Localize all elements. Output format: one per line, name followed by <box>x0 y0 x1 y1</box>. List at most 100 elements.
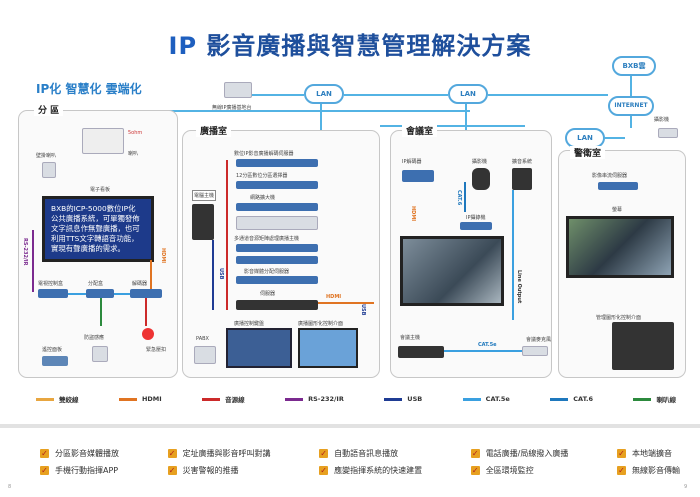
feature-label: 無線影音傳輸 <box>631 466 680 475</box>
feature-label: 電話廣播/局線撥入廣播 <box>485 449 569 458</box>
checkbox-icon: ✓ <box>167 466 177 475</box>
legend-item: 音源線 <box>202 394 245 404</box>
billboard-line: 公共廣播系統，可單獨發佈 <box>51 214 140 223</box>
ip-decoder-device <box>402 170 434 182</box>
lan-cloud-2: LAN <box>448 84 488 104</box>
hdmi-vertical-label: HDMI <box>160 248 166 264</box>
lan-line <box>605 137 625 139</box>
mixer-top-device <box>236 159 318 167</box>
ip-player-label: 影像串流伺服器 <box>592 173 628 179</box>
decoder-device <box>130 289 162 298</box>
hdmi-h-label: HDMI <box>326 294 342 300</box>
wall-speaker-device <box>42 162 56 178</box>
ip-player-device <box>598 182 638 190</box>
feature-item: ✓無線影音傳輸 <box>616 465 680 476</box>
feature-item: ✓電話廣播/局線撥入廣播 <box>470 448 569 459</box>
legend-item: CAT.6 <box>550 394 593 404</box>
splitter-device <box>86 289 114 298</box>
pc-tower-device <box>192 204 214 240</box>
tablet-label: 遙控面板 <box>42 347 63 353</box>
feature-column: ✓定址廣播與影音呼叫對講✓災害警報的推播 <box>167 448 271 482</box>
cat5e-line <box>444 350 522 352</box>
legend-label: CAT.6 <box>573 395 594 403</box>
zone-a-label: 分 區 <box>34 103 64 116</box>
server-device <box>236 276 318 284</box>
feature-label: 全區環境監控 <box>485 466 534 475</box>
speaker-device <box>82 128 124 154</box>
meeting-mic-label: 會議麥克風 <box>526 337 552 343</box>
cctv-device <box>658 128 678 138</box>
legend-label: 喇叭線 <box>656 396 676 404</box>
horn-label: 喇叭 <box>128 151 139 157</box>
amp12-device <box>236 181 318 189</box>
feature-grid: ✓分區影音媒體播放✓手機行動指揮APP✓定址廣播與影音呼叫對講✓災害警報的推播✓… <box>40 448 680 482</box>
feature-column: ✓電話廣播/局線撥入廣播 ✓ 全區環境監控 <box>470 448 569 482</box>
billboard-line: BXB的ICP-5000數位IP化 <box>51 204 136 213</box>
amp12-label: 12分區數位分區選擇器 <box>236 173 288 179</box>
feature-label: 自動語音訊息播放 <box>334 449 399 458</box>
cat5e-line <box>114 293 130 295</box>
feature-item: ✓定址廣播與影音呼叫對講 <box>167 448 271 459</box>
rs232-line <box>32 230 34 292</box>
legend-swatch <box>550 397 569 401</box>
legend-item: CAT.5e <box>462 394 510 404</box>
wall-ctrl-label: 電視控制盒 <box>38 281 64 287</box>
legend-label: HDMI <box>141 395 162 403</box>
lan-cloud-1: LAN <box>304 84 344 104</box>
hdmi-meeting-label: HDMI <box>410 206 416 222</box>
hdmi-line <box>150 260 152 290</box>
lan-line <box>344 94 448 96</box>
switcher-device <box>236 300 318 310</box>
feature-label: 定址廣播與影音呼叫對講 <box>182 449 271 458</box>
wall-ctrl-device <box>38 289 68 298</box>
e-board-label: 電子看板 <box>90 187 111 193</box>
camera-device <box>472 168 490 190</box>
pabx-label: PABX <box>196 336 209 342</box>
monitor-screen <box>566 216 674 278</box>
touch-panel-device <box>298 328 358 368</box>
speaker-ohm-label: 5ohm <box>128 130 143 136</box>
rs232-label: RS-232/IR <box>22 238 28 266</box>
billboard-line: 實現有聲廣播的需求。 <box>51 244 125 253</box>
cat5e-line <box>68 293 86 295</box>
feature-item: ✓應變指揮系統的快速建置 <box>319 465 422 476</box>
legend-item: RS-232/IR <box>285 394 344 404</box>
usb-line <box>212 240 214 310</box>
lan-line <box>110 110 470 112</box>
lan-line <box>488 94 608 96</box>
camera-label: 攝影機 <box>472 159 488 165</box>
lan-line <box>320 104 322 144</box>
cat6-label: CAT.6 <box>456 190 462 206</box>
checkbox-icon: ✓ <box>470 466 480 475</box>
broadcast-room-label: 廣播室 <box>196 124 232 137</box>
feature-label: 本地端擴音 <box>631 449 672 458</box>
control-panel-device <box>612 322 674 370</box>
screen-label: 螢幕 <box>612 207 623 213</box>
pc-station-label: 電腦主機 <box>192 190 217 201</box>
legend-item: 喇叭線 <box>633 394 676 404</box>
billboard-line: 文字訊息作無聲廣播，也可 <box>51 224 140 233</box>
guard-room-label: 警衛室 <box>570 146 606 159</box>
meeting-room-label: 會議室 <box>402 124 438 137</box>
feature-column: ✓分區影音媒體播放✓手機行動指揮APP <box>40 448 119 482</box>
divider <box>0 424 700 428</box>
fire-alarm-label: 防盜感應 <box>84 335 105 341</box>
feature-item: ✓本地端擴音 <box>616 448 680 459</box>
amp-stack-device <box>236 216 318 230</box>
legend-swatch <box>202 397 221 401</box>
legend-swatch <box>384 397 403 401</box>
tablet-device <box>42 356 68 366</box>
checkbox-icon: ✓ <box>40 449 49 458</box>
decoder-label: 解碼器 <box>132 281 148 287</box>
audio-line <box>226 160 228 310</box>
cat6-line <box>464 182 466 212</box>
lan-line <box>630 76 632 96</box>
meeting-host-label: 會議主機 <box>400 335 421 341</box>
emergency-button <box>142 328 154 340</box>
audio-line <box>145 298 147 326</box>
lan-line <box>630 116 632 128</box>
ip-decoder-label: IP解碼器 <box>402 159 422 165</box>
legend-label: RS-232/IR <box>308 395 344 403</box>
wireless-ap-device <box>224 82 252 98</box>
